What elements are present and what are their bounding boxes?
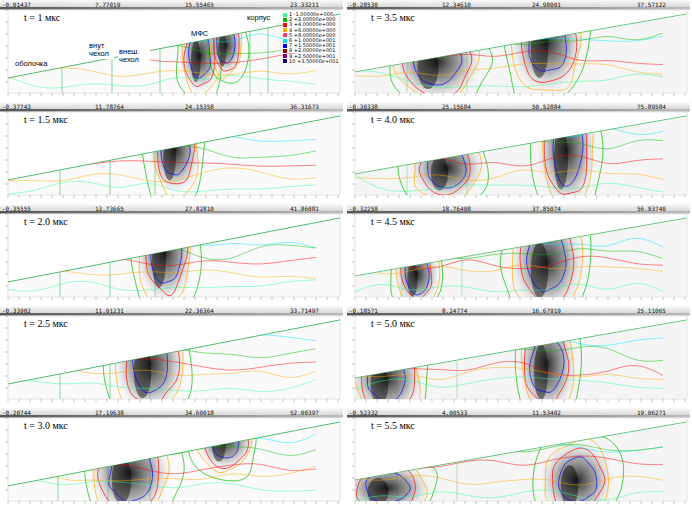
time-label: t = 3.5 мкс	[369, 12, 417, 23]
legend-entry: 10 +3.50000e+001	[283, 59, 339, 64]
legend-swatch	[283, 44, 287, 48]
scale-value: 37.85074	[532, 205, 561, 212]
scale-value: 34.60018	[185, 409, 214, 416]
scale-value: 36.31673	[290, 103, 319, 110]
scale-value: 50.52884	[532, 103, 561, 110]
simulation-frame	[0, 408, 343, 508]
legend-swatch	[283, 59, 287, 63]
time-label: t = 1 мкс	[22, 12, 62, 23]
scale-value: 25.11065	[637, 307, 666, 314]
scale-value: 56.93740	[637, 205, 666, 212]
legend-text: 10 +3.50000e+001	[289, 59, 339, 64]
scale-value: 17.19638	[95, 409, 124, 416]
simulation-frame	[0, 102, 343, 202]
scale-value: 25.15684	[442, 103, 471, 110]
scale-value: -0.52332	[349, 409, 378, 416]
legend-swatch	[283, 13, 287, 17]
time-label: t = 4.5 мкс	[369, 216, 417, 227]
scale-value: 13.73665	[95, 205, 124, 212]
scale-value: -0.30338	[349, 103, 378, 110]
part-label: корпус	[246, 14, 271, 22]
time-label: t = 5.0 мкс	[369, 318, 417, 329]
scale-value: 22.36364	[185, 307, 214, 314]
scale-value: 41.86081	[290, 205, 319, 212]
legend-swatch	[283, 18, 287, 22]
scale-value: 12.34610	[442, 1, 471, 8]
scale-value: -0.18571	[349, 307, 378, 314]
legend-swatch	[283, 33, 287, 37]
time-label: t = 5.5 мкс	[369, 420, 417, 431]
scale-value: 11.01231	[95, 307, 124, 314]
scale-value: 24.15358	[185, 103, 214, 110]
scale-value: 16.67919	[532, 307, 561, 314]
scale-value: -0.28530	[349, 1, 378, 8]
scale-value: 52.00397	[290, 409, 319, 416]
scale-value: 15.55465	[185, 1, 214, 8]
scale-value: 24.98001	[532, 1, 561, 8]
scale-value: 4.00533	[442, 409, 467, 416]
part-label: МФС	[190, 30, 209, 38]
scale-value: -0.32258	[349, 205, 378, 212]
time-label: t = 4.0 мкс	[369, 114, 417, 125]
scale-value: 11.78764	[95, 103, 124, 110]
scale-value: -0.33902	[2, 307, 31, 314]
scale-value: 11.53402	[532, 409, 561, 416]
scale-value: 8.24774	[442, 307, 467, 314]
scale-value: 27.82810	[185, 205, 214, 212]
legend-swatch	[283, 39, 287, 43]
scale-value: -0.01437	[2, 1, 31, 8]
legend-swatch	[283, 23, 287, 27]
scale-value: 18.76408	[442, 205, 471, 212]
scale-value: 37.57122	[637, 1, 666, 8]
scale-value: -0.37743	[2, 103, 31, 110]
scale-value: 19.06271	[637, 409, 666, 416]
scale-value: 23.33211	[290, 1, 319, 8]
simulation-frame	[0, 0, 343, 100]
time-label: t = 1.5 мкс	[22, 114, 70, 125]
simulation-frame	[347, 102, 690, 202]
scale-value: 75.89584	[637, 103, 666, 110]
part-label: оболочка	[14, 60, 48, 68]
time-label: t = 3.0 мкс	[22, 420, 70, 431]
scale-value: 33.71497	[290, 307, 319, 314]
time-label: t = 2.0 мкс	[22, 216, 70, 227]
scale-value: -0.20744	[2, 409, 31, 416]
legend-swatch	[283, 49, 287, 53]
part-label: внеш. чехол	[118, 48, 150, 65]
legend-swatch	[283, 28, 287, 32]
part-label: внут чехол	[88, 42, 114, 59]
legend-swatch	[283, 54, 287, 58]
scale-value: -0.35555	[2, 205, 31, 212]
scale-value: 7.77019	[95, 1, 120, 8]
time-label: t = 2.5 мкс	[22, 318, 70, 329]
